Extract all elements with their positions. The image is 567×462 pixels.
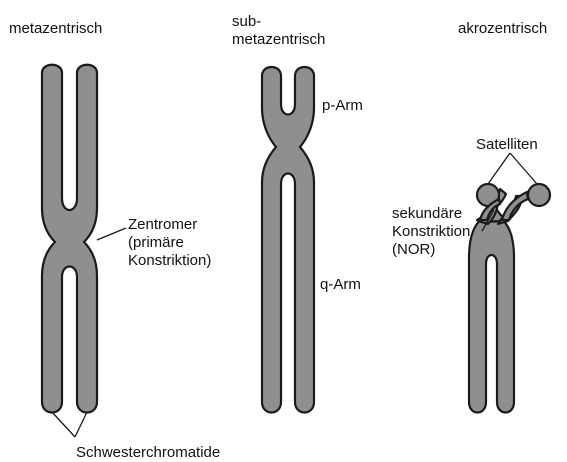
title-submetacentric-line2: metazentrisch [232,31,325,48]
nor-label-line3: (NOR) [392,241,435,258]
sister-chromatids-label: Schwesterchromatide [76,444,220,461]
metacentric-chromosome [42,65,97,413]
satellites-leader-right [510,153,537,184]
centromere-label-line1: Zentromer [128,216,197,233]
q-arm-label: q-Arm [320,276,361,293]
nor-label-line2: Konstriktion [392,223,470,240]
satellites-leader-left [488,153,510,184]
centromere-label-line3: Konstriktion) [128,252,211,269]
centromere-leader-line [97,228,126,240]
satellite-right [528,184,550,206]
p-arm-label: p-Arm [322,97,363,114]
title-acrocentric: akrozentrisch [458,20,547,37]
acrocentric-chromosome [469,218,514,413]
sister-chromatid-leader-right [75,412,87,437]
nor-label-line1: sekundäre [392,205,462,222]
title-metacentric: metazentrisch [9,20,102,37]
title-submetacentric-line1: sub- [232,13,261,30]
submetacentric-chromosome [262,67,314,413]
satellites-label: Satelliten [476,136,538,153]
centromere-label-line2: (primäre [128,234,184,251]
sister-chromatid-leader-left [52,412,75,437]
